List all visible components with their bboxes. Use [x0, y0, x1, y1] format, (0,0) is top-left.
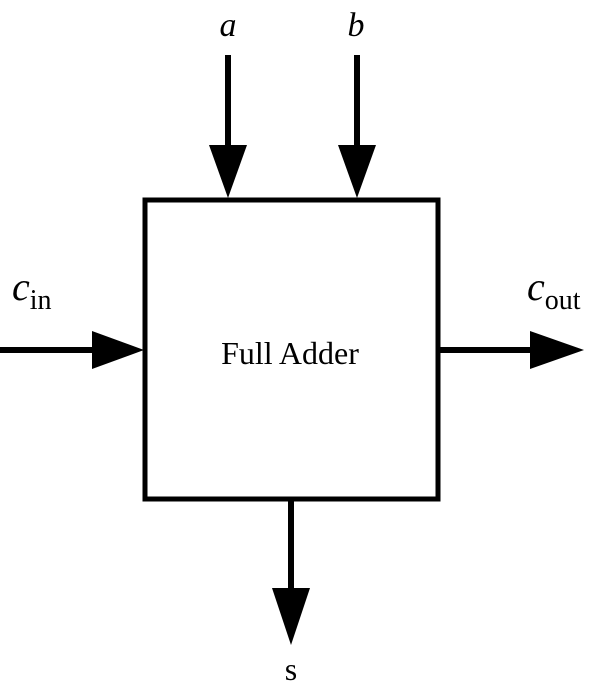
block-label: Full Adder — [221, 335, 359, 371]
carry-in-arrow — [0, 331, 144, 369]
input-b-arrow — [338, 55, 376, 198]
carry-out-label: cout — [527, 264, 581, 316]
carry-out-subscript: out — [545, 285, 581, 316]
input-a-arrow — [209, 55, 247, 198]
carry-in-base: c — [12, 264, 30, 309]
sum-arrow — [272, 499, 310, 645]
carry-in-subscript: in — [30, 285, 52, 316]
full-adder-block — [142, 197, 441, 502]
input-a-label: a — [220, 7, 237, 44]
carry-out-base: c — [527, 264, 545, 309]
carry-out-arrow — [438, 331, 584, 369]
input-b-label: b — [348, 7, 365, 44]
sum-label: s — [285, 651, 297, 686]
carry-in-label: cin — [12, 264, 52, 316]
